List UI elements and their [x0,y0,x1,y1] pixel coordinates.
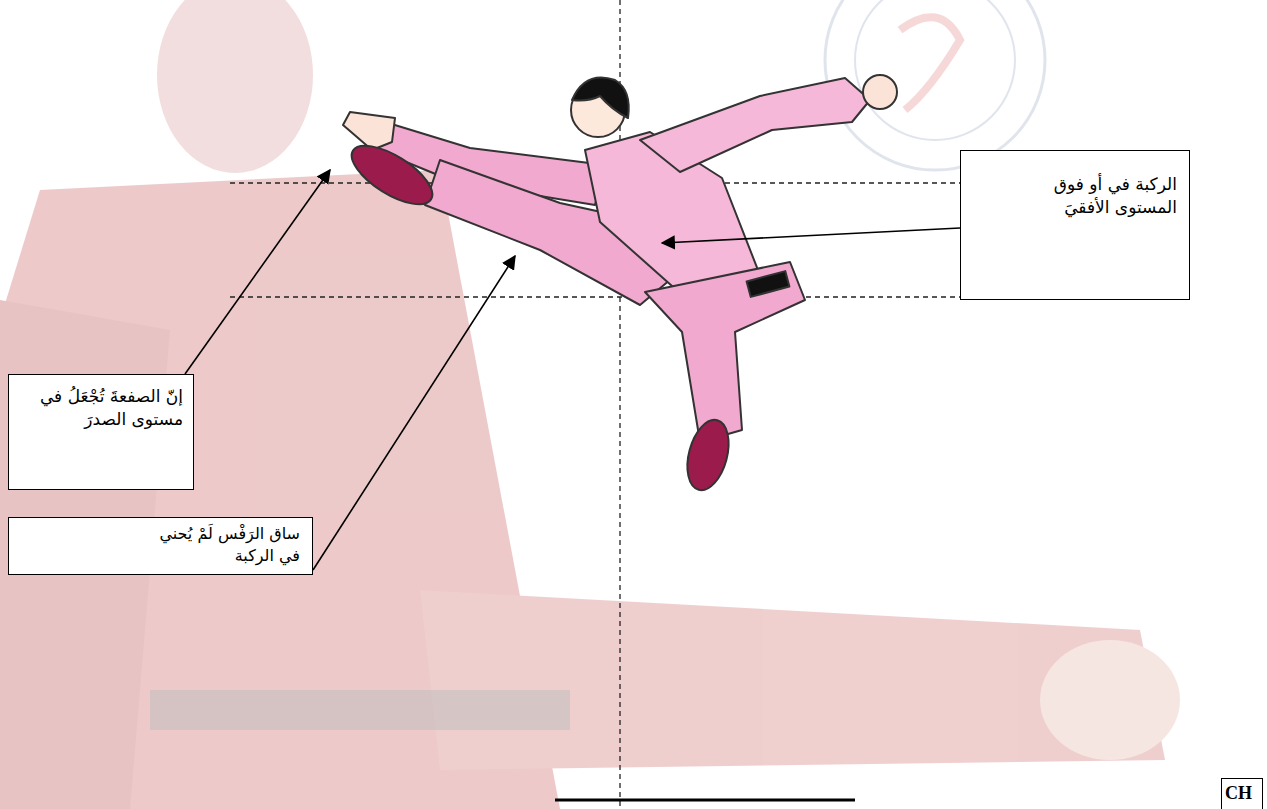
corner-label: CH [1225,781,1259,805]
logo-watermark [825,0,1045,170]
leader-line [662,228,960,243]
photo-belt [150,690,570,730]
leader-line [313,256,515,570]
horizontal-guide [230,296,960,297]
guide-lines [230,0,960,809]
callout-text: إنّ الصفعةَ تُجْعَلُ في مستوى الصدرَ [21,385,183,431]
bent-leg [645,262,805,442]
callout-text: ساق الرَفْس لَمْ يُحني في الركبة [140,523,300,566]
fist [863,75,897,109]
callout-box: ساق الرَفْس لَمْ يُحني في الركبة [8,517,313,575]
kicking-figure [343,75,897,495]
raised-arm [640,78,870,172]
corner-box: CH [1221,778,1263,809]
callout-box: إنّ الصفعةَ تُجْعَلُ في مستوى الصدرَ [8,374,194,490]
photo-hand [1040,640,1180,760]
leader-line [185,170,330,374]
callout-text: الركبة في أو فوق المستوى الأفقيَ [999,173,1177,219]
standing-shoe [680,415,735,494]
callout-box: الركبة في أو فوق المستوى الأفقيَ [960,150,1190,300]
slapping-hand [343,112,395,150]
belt [747,271,790,297]
kicking-shoe [343,135,441,216]
ground-line [555,799,855,802]
photo-head [157,0,313,173]
leader-lines [185,170,960,570]
background-photo [0,0,1180,809]
hair [572,78,629,119]
